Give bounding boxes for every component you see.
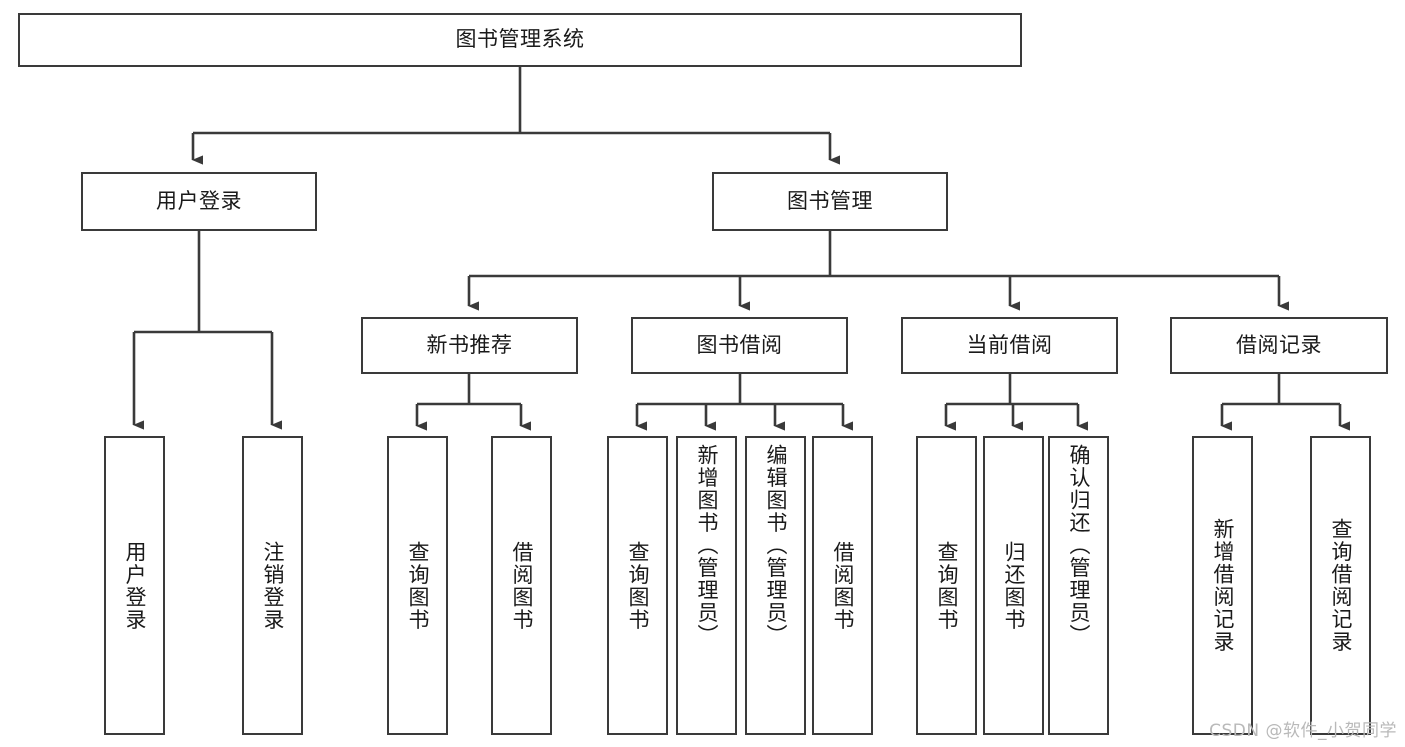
node-book-management[interactable]: 图书管理	[712, 172, 948, 231]
leaf-add-borrow-record[interactable]: 新增借阅记录	[1192, 436, 1253, 735]
leaf-query-borrow-record[interactable]: 查询借阅记录	[1310, 436, 1371, 735]
leaf-query-book-borrow[interactable]: 查询图书	[607, 436, 668, 735]
node-label: 注销登录	[260, 540, 285, 631]
node-new-book-recommend[interactable]: 新书推荐	[361, 317, 578, 374]
node-label: 新增借阅记录	[1210, 518, 1235, 653]
node-label: 归还图书	[1001, 540, 1026, 631]
leaf-user-login[interactable]: 用户登录	[104, 436, 165, 735]
leaf-query-book-current[interactable]: 查询图书	[916, 436, 977, 735]
node-label: 当前借阅	[966, 332, 1053, 357]
leaf-add-book-admin[interactable]: 新增图书（管理员）	[676, 436, 737, 735]
node-label: 图书管理系统	[455, 27, 585, 52]
node-current-borrow[interactable]: 当前借阅	[901, 317, 1118, 374]
leaf-edit-book-admin[interactable]: 编辑图书（管理员）	[745, 436, 806, 735]
node-label: 查询图书	[405, 540, 430, 631]
csdn-watermark: CSDN @软件_小贺同学	[1209, 721, 1397, 741]
node-label: 编辑图书（管理员）	[763, 444, 788, 647]
leaf-return-book[interactable]: 归还图书	[983, 436, 1044, 735]
node-label: 借阅图书	[509, 540, 534, 631]
node-label: 借阅记录	[1236, 332, 1322, 357]
node-label: 查询借阅记录	[1328, 518, 1353, 653]
node-label: 查询图书	[625, 540, 650, 631]
node-label: 查询图书	[934, 540, 959, 631]
node-label: 借阅图书	[830, 540, 855, 631]
node-label: 图书借阅	[696, 332, 783, 357]
leaf-logout[interactable]: 注销登录	[242, 436, 303, 735]
leaf-borrow-book[interactable]: 借阅图书	[812, 436, 873, 735]
node-borrow-record[interactable]: 借阅记录	[1170, 317, 1388, 374]
node-label: 新书推荐	[426, 332, 513, 357]
node-label: 图书管理	[787, 188, 873, 213]
node-label: 用户登录	[122, 540, 147, 631]
node-label: 用户登录	[156, 188, 242, 213]
leaf-query-book-recommend[interactable]: 查询图书	[387, 436, 448, 735]
node-label: 新增图书（管理员）	[694, 444, 719, 647]
leaf-confirm-return-admin[interactable]: 确认归还（管理员）	[1048, 436, 1109, 735]
node-book-borrow[interactable]: 图书借阅	[631, 317, 848, 374]
node-root-book-management-system[interactable]: 图书管理系统	[18, 13, 1022, 67]
node-label: 确认归还（管理员）	[1066, 444, 1091, 647]
leaf-borrow-book-recommend[interactable]: 借阅图书	[491, 436, 552, 735]
node-user-login[interactable]: 用户登录	[81, 172, 317, 231]
